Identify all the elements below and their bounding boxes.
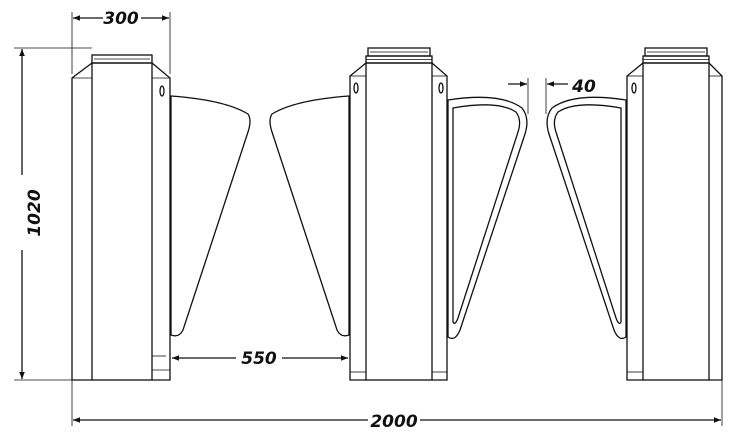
- left-cabinet: [71, 54, 171, 381]
- middle-right-flap: [447, 96, 528, 340]
- dimension-cabinet-width: 300: [71, 9, 171, 74]
- left-flap: [170, 95, 251, 337]
- right-flap: [546, 96, 627, 340]
- sensor-icon: [631, 82, 637, 94]
- sensor-icon: [159, 85, 165, 97]
- dimension-label-40: 40: [571, 77, 596, 97]
- sensor-icon: [438, 82, 444, 94]
- right-cabinet: [626, 47, 723, 381]
- dimension-label-1020: 1020: [25, 189, 45, 236]
- dimension-passage-width: 550: [172, 349, 348, 369]
- dimension-flap-offset: 40: [508, 77, 596, 114]
- sensor-icon: [353, 82, 359, 94]
- dimension-label-2000: 2000: [370, 412, 417, 432]
- dimension-label-550: 550: [241, 349, 277, 369]
- middle-left-flap: [269, 95, 350, 337]
- dimension-height: 1020: [14, 47, 92, 381]
- dimension-total-length: 2000: [71, 380, 723, 432]
- middle-cabinet: [349, 47, 448, 381]
- dimension-label-300: 300: [103, 9, 139, 29]
